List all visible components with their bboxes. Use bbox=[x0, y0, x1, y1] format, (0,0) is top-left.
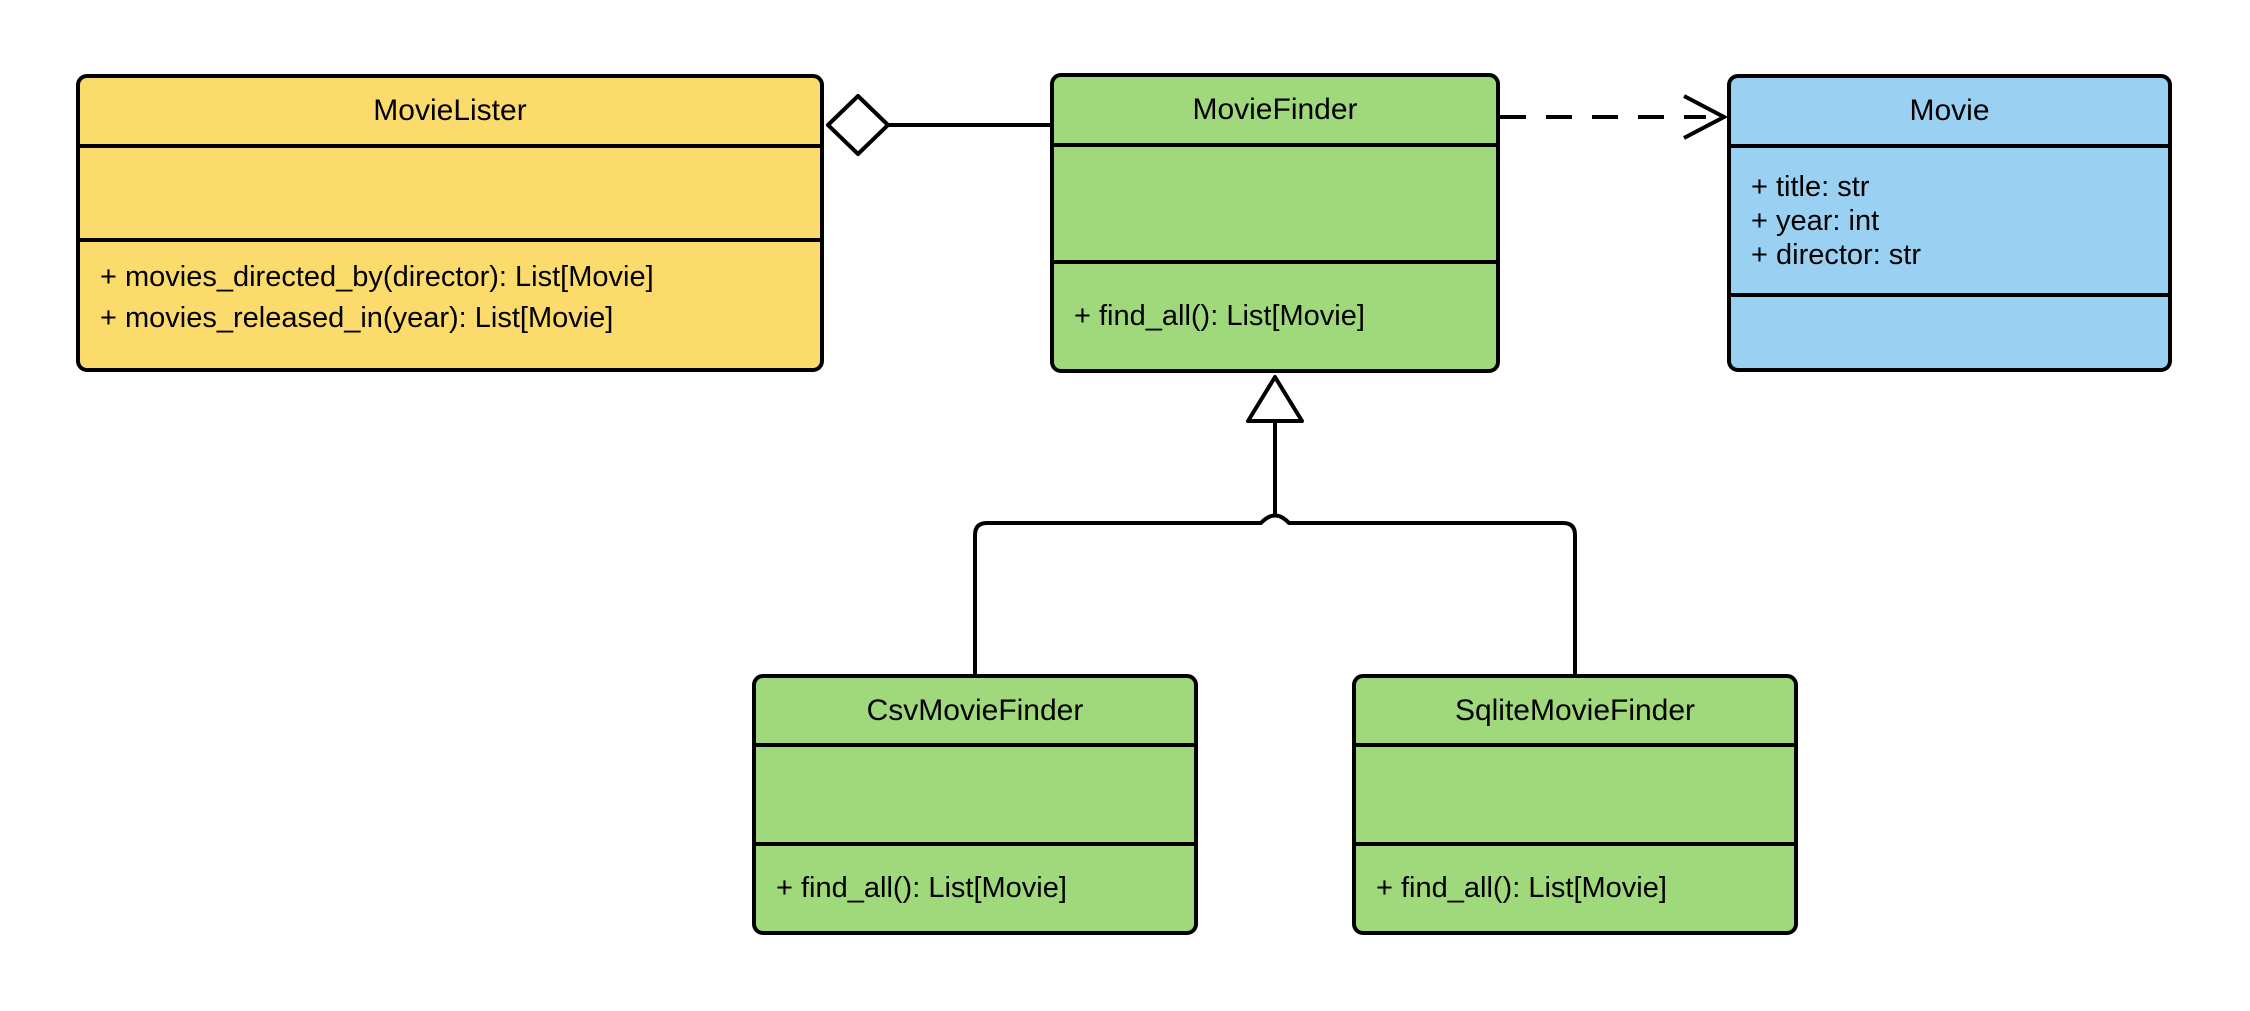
attributes-section-movie: + title: str + year: int + director: str bbox=[1731, 144, 2168, 293]
dependency-edge[interactable] bbox=[1500, 94, 1729, 140]
method-label: + movies_released_in(year): List[Movie] bbox=[100, 302, 614, 334]
attribute-label: + title: str bbox=[1751, 170, 1870, 203]
class-name-movie: Movie bbox=[1909, 94, 1990, 127]
class-name-sqlitemoviefinder: SqliteMovieFinder bbox=[1454, 693, 1696, 727]
class-name-movielister: MovieLister bbox=[373, 94, 527, 127]
aggregation-edge[interactable] bbox=[826, 94, 1050, 156]
method-label: + find_all(): List[Movie] bbox=[1376, 872, 1667, 904]
methods-section-movie bbox=[1731, 293, 2168, 368]
method-label: + find_all(): List[Movie] bbox=[776, 872, 1067, 904]
methods-section-movielister: + movies_directed_by(director): List[Mov… bbox=[80, 238, 820, 368]
class-box-csvmoviefinder[interactable]: CsvMovieFinder + find_all(): List[Movie] bbox=[752, 674, 1198, 935]
attributes-section-sqlitemoviefinder bbox=[1356, 743, 1794, 842]
attribute-label: + year: int bbox=[1751, 204, 1880, 237]
attribute-label: + director: str bbox=[1751, 238, 1922, 271]
class-box-moviefinder[interactable]: MovieFinder + find_all(): List[Movie] bbox=[1050, 73, 1500, 373]
inheritance-triangle-icon bbox=[1246, 375, 1304, 423]
class-box-sqlitemoviefinder[interactable]: SqliteMovieFinder + find_all(): List[Mov… bbox=[1352, 674, 1798, 935]
attributes-section-moviefinder bbox=[1054, 143, 1496, 260]
methods-section-csvmoviefinder: + find_all(): List[Movie] bbox=[756, 842, 1194, 931]
method-label: + movies_directed_by(director): List[Mov… bbox=[100, 261, 654, 293]
inheritance-edge[interactable] bbox=[973, 375, 1577, 674]
attributes-section-csvmoviefinder bbox=[756, 743, 1194, 842]
open-arrowhead-icon bbox=[1683, 94, 1729, 140]
class-box-movielister[interactable]: MovieLister + movies_directed_by(directo… bbox=[76, 74, 824, 372]
method-label: + find_all(): List[Movie] bbox=[1074, 300, 1365, 332]
class-name-moviefinder: MovieFinder bbox=[1192, 93, 1358, 126]
methods-section-sqlitemoviefinder: + find_all(): List[Movie] bbox=[1356, 842, 1794, 931]
class-box-movie[interactable]: Movie + title: str + year: int + directo… bbox=[1727, 74, 2172, 372]
class-name-csvmoviefinder: CsvMovieFinder bbox=[866, 693, 1084, 727]
methods-section-moviefinder: + find_all(): List[Movie] bbox=[1054, 260, 1496, 369]
aggregation-diamond-icon bbox=[826, 94, 890, 156]
attributes-section-movielister bbox=[80, 144, 820, 238]
